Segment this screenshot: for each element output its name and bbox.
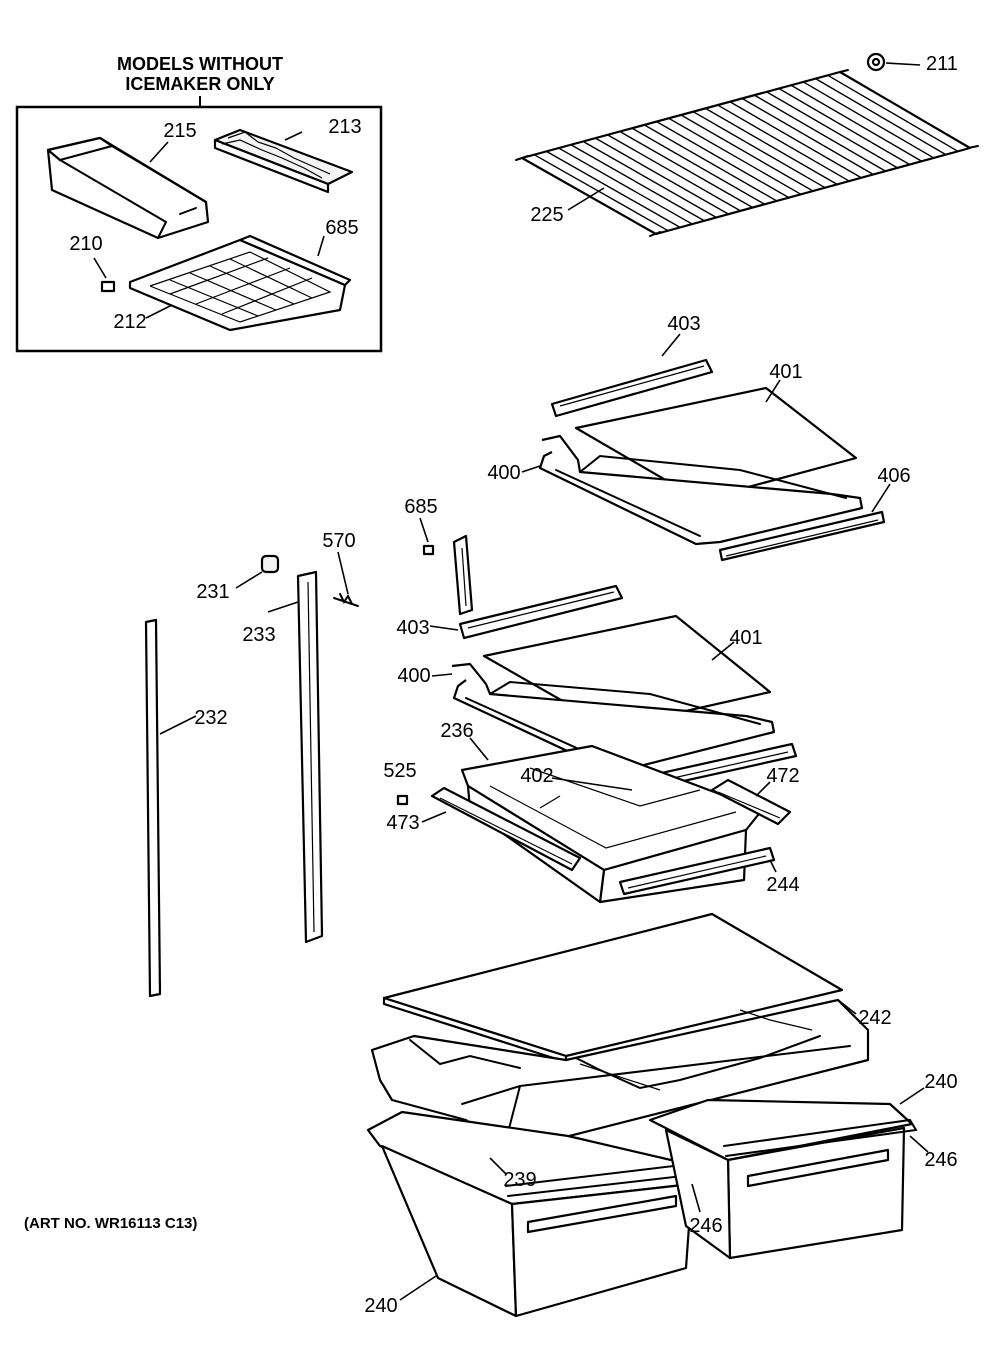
part-406-front-trim	[718, 510, 886, 562]
part-231-cap	[235, 554, 280, 589]
part-242-cover-glass	[382, 912, 844, 1064]
label-211: 211	[926, 53, 958, 75]
wire-rod	[766, 91, 898, 169]
label-570: 570	[322, 530, 355, 552]
label-472: 472	[766, 765, 799, 787]
label-210: 210	[69, 233, 102, 255]
wire-rod	[802, 81, 935, 159]
label-400-top: 400	[487, 462, 520, 484]
wire-rod	[717, 104, 850, 182]
part-685-screw	[419, 517, 435, 556]
label-232: 232	[194, 707, 227, 729]
label-239: 239	[503, 1169, 536, 1191]
label-236: 236	[440, 720, 473, 742]
part-225-wire-shelf	[515, 69, 979, 237]
label-246-right: 246	[924, 1149, 957, 1171]
wire-rod	[607, 134, 741, 212]
part-400-mid-frame	[451, 662, 776, 772]
inset-header-line1: MODELS WITHOUT	[117, 54, 283, 74]
part-210-clip	[93, 257, 116, 293]
label-402: 402	[520, 765, 553, 787]
wire-rod	[729, 101, 862, 179]
icemaker-inset: MODELS WITHOUT ICEMAKER ONLY	[15, 54, 383, 353]
part-240-left-drawer	[366, 1110, 703, 1318]
part-525-screw	[396, 794, 409, 806]
part-403-top-trim	[550, 358, 714, 418]
wire-rod	[827, 74, 959, 152]
part-244-trim	[618, 846, 777, 896]
wire-rod	[705, 107, 838, 185]
wire-rod	[692, 111, 826, 189]
label-400-mid: 400	[397, 665, 430, 687]
part-232-trim	[144, 618, 197, 998]
label-244: 244	[766, 874, 799, 896]
part-400-top-frame	[538, 434, 864, 546]
label-401-top: 401	[769, 361, 802, 383]
label-225: 225	[530, 204, 563, 226]
label-213: 213	[328, 116, 361, 138]
part-215-ice-bin	[46, 136, 210, 240]
wire-rod	[546, 150, 681, 228]
label-242: 242	[858, 1007, 891, 1029]
wire-rod	[668, 117, 802, 195]
part-403-mid-trim	[458, 584, 624, 640]
part-212-ice-rack	[128, 234, 352, 332]
art-number: (ART NO. WR16113 C13)	[24, 1215, 197, 1232]
wire-rod	[570, 144, 705, 222]
wire-rod	[656, 121, 790, 199]
part-401-top-glass	[574, 386, 858, 502]
wire-rod	[643, 124, 778, 202]
label-406: 406	[877, 465, 910, 487]
label-233: 233	[242, 624, 275, 646]
part-213-ice-tray	[213, 128, 354, 194]
label-473: 473	[386, 812, 419, 834]
label-240-right: 240	[924, 1071, 957, 1093]
label-403-top: 403	[667, 313, 700, 335]
part-211-cap	[866, 52, 921, 72]
wire-rod	[680, 114, 814, 192]
wire-rod	[631, 127, 766, 205]
part-473-slide	[421, 786, 582, 872]
label-215: 215	[163, 120, 196, 142]
wire-rod	[778, 87, 910, 166]
part-bracket-upright	[452, 534, 474, 616]
label-525: 525	[383, 760, 416, 782]
label-231: 231	[196, 581, 229, 603]
wire-rod	[582, 140, 717, 219]
label-212: 212	[113, 311, 146, 333]
label-240-left: 240	[364, 1295, 397, 1317]
label-403-mid: 403	[396, 617, 429, 639]
inset-header-line2: ICEMAKER ONLY	[125, 74, 274, 94]
part-240-right-drawer	[648, 1098, 918, 1260]
part-570-screw	[333, 551, 359, 607]
wire-rod	[619, 130, 753, 209]
wire-rod	[533, 154, 669, 232]
label-685-inset: 685	[325, 217, 358, 239]
label-685: 685	[404, 496, 437, 518]
wire-rod	[754, 94, 886, 172]
label-246-left: 246	[689, 1215, 722, 1237]
wire-rod	[815, 78, 947, 156]
label-401-mid: 401	[729, 627, 762, 649]
wire-rod	[595, 137, 729, 215]
wire-rod	[790, 84, 923, 162]
wire-rod	[741, 97, 874, 176]
part-472-slide	[710, 778, 792, 826]
part-233-rail	[267, 570, 324, 944]
wire-rod	[558, 147, 693, 225]
